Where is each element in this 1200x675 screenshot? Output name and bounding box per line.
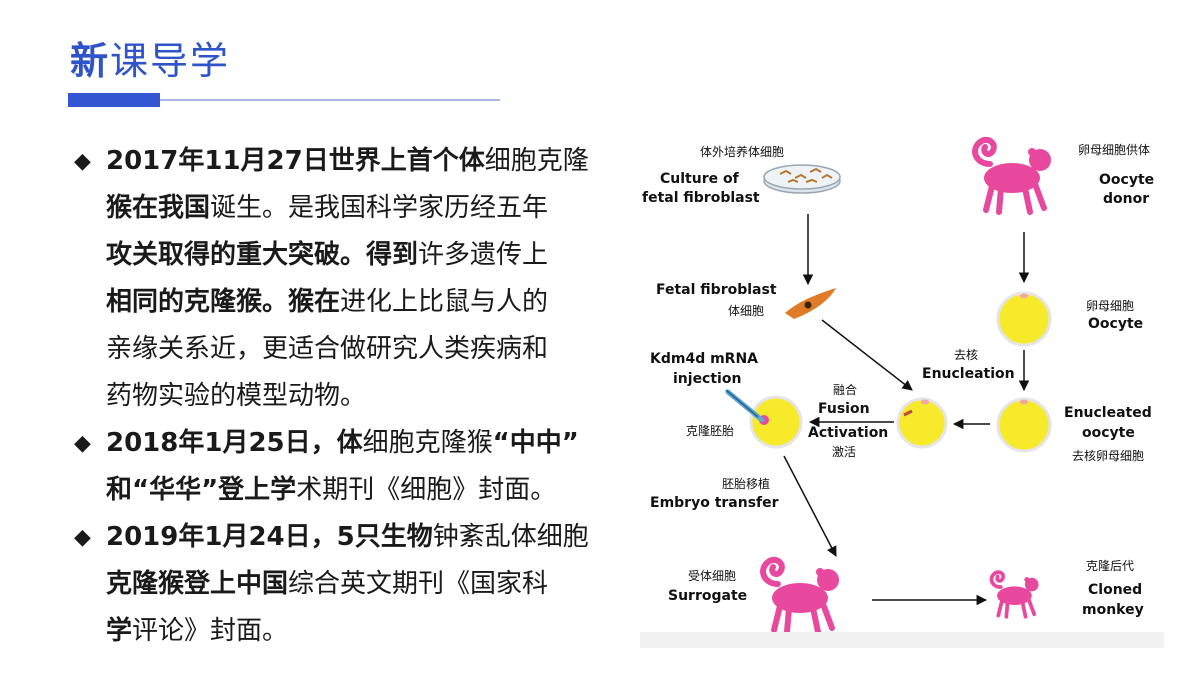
text-run: 评论》封面。: [132, 616, 289, 646]
title-underline-rule: [160, 99, 500, 101]
bullet-line: 相同的克隆猴。猴在进化上比鼠与人的: [106, 279, 634, 326]
arrow-fibroblast-to-fusion: [821, 319, 913, 391]
donor-en-label-1: Oocyte: [1099, 172, 1154, 188]
kdm-en-label-2: injection: [673, 371, 741, 387]
culture-zh-label: 体外培养体细胞: [700, 144, 784, 159]
transfer-zh-label: 胚胎移植: [722, 476, 770, 491]
title-rest: 课导学: [110, 39, 231, 83]
culture-en-label-1: Culture of: [660, 171, 740, 187]
fusion-en-label: Fusion: [818, 401, 870, 417]
fibroblast-en-label: Fetal fibroblast: [656, 282, 777, 298]
bold-text-run: 和“华华”登上学: [106, 475, 297, 505]
bullet-line: 学评论》封面。: [106, 608, 634, 655]
diamond-bullet-icon: ◆: [74, 525, 91, 550]
bullet-line: 药物实验的模型动物。: [106, 373, 634, 420]
diagram-footer-strip: [640, 632, 1164, 648]
bullet-line: 2019年1月24日，5只生物钟紊乱体细胞: [106, 514, 634, 561]
activation-en-label: Activation: [808, 425, 888, 441]
oocyte-zh-label: 卵母细胞: [1086, 299, 1134, 313]
bullet-line: 克隆猴登上中国综合英文期刊《国家科: [106, 561, 634, 608]
surrogate-en-label: Surrogate: [668, 588, 747, 604]
cloning-diagram-svg: 体外培养体细胞 Culture of fetal fibroblast 卵母细胞…: [642, 122, 1154, 648]
text-run: 药物实验的模型动物。: [106, 381, 367, 411]
bullet-list: ◆ 2017年11月27日世界上首个体细胞克隆猴在我国诞生。是我国科学家历经五年…: [74, 138, 634, 655]
bold-text-run: 2019年1月24日，5只生物: [106, 522, 433, 552]
bullet-line: 和“华华”登上学术期刊《细胞》封面。: [106, 467, 634, 514]
text-run: 许多遗传上: [418, 240, 549, 270]
bold-text-run: 相同的克隆猴。猴在: [106, 287, 341, 317]
bullet-line: 2018年1月25日，体细胞克隆猴“中中”: [106, 420, 634, 467]
bold-text-run: 2018年1月25日，体: [106, 428, 363, 458]
enucleated-en-label-1: Enucleated: [1064, 405, 1152, 421]
bullet-text: 2017年11月27日世界上首个体细胞克隆猴在我国诞生。是我国科学家历经五年攻关…: [106, 138, 634, 420]
activation-zh-label: 激活: [832, 445, 856, 459]
text-run: 亲缘关系近，更适合做研究人类疾病和: [106, 334, 549, 364]
surrogate-monkey-icon: [763, 560, 839, 632]
enucleated-oocyte-icon: [996, 397, 1052, 453]
title-first-char: 新: [70, 39, 111, 83]
diamond-bullet-icon: ◆: [74, 149, 91, 174]
page-title: 新课导学: [70, 36, 230, 86]
cloned-zh-label: 克隆后代: [1086, 558, 1134, 573]
culture-en-label-2: fetal fibroblast: [642, 190, 760, 206]
enucleated-zh-label: 去核卵母细胞: [1072, 449, 1144, 463]
text-run: 钟紊乱体细胞: [432, 522, 589, 552]
title-underline-accent: [68, 93, 160, 107]
petri-dish-icon: [763, 164, 841, 194]
bold-text-run: 克隆猴登上中国: [106, 569, 289, 599]
bullet-text: 2019年1月24日，5只生物钟紊乱体细胞克隆猴登上中国综合英文期刊《国家科学评…: [106, 514, 634, 655]
bullet-line: 2017年11月27日世界上首个体细胞克隆: [106, 138, 634, 185]
bold-text-run: 猴在我国: [106, 193, 211, 223]
bullet-line: 猴在我国诞生。是我国科学家历经五年: [106, 185, 634, 232]
process-arrows: [783, 214, 1030, 606]
text-run: 术期刊《细胞》封面。: [296, 475, 557, 505]
enucleated-en-label-2: oocyte: [1082, 425, 1135, 441]
bullet-item-2018: ◆ 2018年1月25日，体细胞克隆猴“中中”和“华华”登上学术期刊《细胞》封面…: [74, 420, 634, 514]
bullet-line: 攻关取得的重大突破。得到许多遗传上: [106, 232, 634, 279]
fibroblast-zh-label: 体细胞: [728, 304, 764, 318]
cloned-en-label-1: Cloned: [1088, 582, 1142, 598]
oocyte-cell-icon: [996, 291, 1052, 347]
text-run: 综合英文期刊《国家科: [288, 569, 549, 599]
embryo-zh-label: 克隆胚胎: [686, 423, 734, 438]
fused-cell-icon: [896, 397, 948, 449]
text-run: 细胞克隆猴: [362, 428, 493, 458]
transfer-en-label: Embryo transfer: [650, 495, 779, 511]
cloning-diagram: 体外培养体细胞 Culture of fetal fibroblast 卵母细胞…: [640, 122, 1164, 648]
kdm-en-label-1: Kdm4d mRNA: [650, 351, 758, 367]
text-run: 诞生。是我国科学家历经五年: [210, 193, 549, 223]
surrogate-zh-label: 受体细胞: [688, 569, 736, 583]
enucleation-zh-label: 去核: [954, 348, 978, 362]
enucleation-en-label: Enucleation: [922, 366, 1015, 382]
cloned-embryo-icon: [725, 389, 803, 449]
bullet-item-2017: ◆ 2017年11月27日世界上首个体细胞克隆猴在我国诞生。是我国科学家历经五年…: [74, 138, 634, 420]
cloned-monkey-icon: [989, 570, 1041, 619]
bold-text-run: 2017年11月27日世界上首个体: [106, 146, 485, 176]
donor-monkey-icon: [975, 140, 1051, 212]
arrow-embryo-to-surrogate: [783, 455, 837, 557]
bold-text-run: 攻关取得的重大突破。得到: [106, 240, 419, 270]
fibroblast-cell-icon: [785, 288, 836, 319]
oocyte-en-label: Oocyte: [1088, 316, 1143, 332]
text-run: 进化上比鼠与人的: [340, 287, 549, 317]
cloned-en-label-2: monkey: [1082, 602, 1144, 618]
text-run: 细胞克隆: [484, 146, 589, 176]
donor-zh-label: 卵母细胞供体: [1078, 143, 1150, 157]
bold-text-run: 学: [106, 616, 133, 646]
bullet-item-2019: ◆ 2019年1月24日，5只生物钟紊乱体细胞克隆猴登上中国综合英文期刊《国家科…: [74, 514, 634, 655]
bold-text-run: “中中”: [492, 428, 579, 458]
diamond-bullet-icon: ◆: [74, 431, 91, 456]
fusion-zh-label: 融合: [833, 382, 857, 397]
donor-en-label-2: donor: [1103, 191, 1149, 207]
bullet-line: 亲缘关系近，更适合做研究人类疾病和: [106, 326, 634, 373]
bullet-text: 2018年1月25日，体细胞克隆猴“中中”和“华华”登上学术期刊《细胞》封面。: [106, 420, 634, 514]
